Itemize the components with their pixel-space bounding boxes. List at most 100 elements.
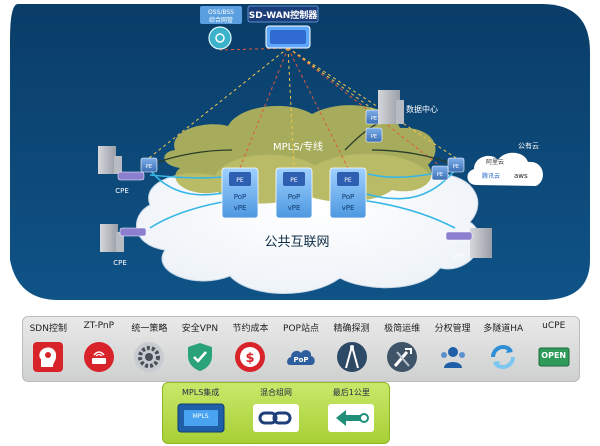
building-icon bbox=[98, 146, 116, 174]
svg-text:PE: PE bbox=[146, 164, 152, 170]
svg-text:PoP: PoP bbox=[234, 193, 246, 201]
pop-vpe-1[interactable]: PE PoP vPE bbox=[221, 167, 259, 219]
brain-head-icon bbox=[32, 341, 64, 373]
cpe-site-left-top[interactable]: CPE bbox=[98, 146, 145, 195]
compass-icon bbox=[336, 341, 368, 373]
feature-item[interactable]: SDN控制 bbox=[24, 317, 72, 381]
sub-feature-label: MPLS集成 bbox=[182, 388, 220, 397]
control-link bbox=[287, 47, 441, 167]
users-group-icon bbox=[437, 341, 469, 373]
cpe-site-left-bottom[interactable]: CPE bbox=[100, 224, 147, 267]
router-plug-icon bbox=[83, 341, 115, 373]
control-link bbox=[287, 47, 295, 169]
pe-router-right[interactable]: PE bbox=[447, 157, 465, 173]
pe-router-cloud[interactable]: PE bbox=[431, 165, 449, 181]
public-cloud-label: 公有云 bbox=[518, 141, 539, 150]
feature-label: 统一策略 bbox=[131, 324, 168, 334]
svg-text:CPE: CPE bbox=[451, 252, 465, 260]
cloud-icon bbox=[467, 152, 543, 186]
svg-text:CPE: CPE bbox=[115, 187, 129, 195]
chain-link-icon bbox=[251, 401, 301, 435]
sdwan-controller[interactable]: SD-WAN控制器 bbox=[247, 5, 319, 49]
datacenter-site[interactable]: 数据中心 bbox=[378, 90, 438, 124]
sub-feature-item[interactable]: 最后1公里 bbox=[314, 383, 389, 443]
cpe-site-right-bottom[interactable]: CPE bbox=[445, 228, 492, 260]
internet-label: 公共互联网 bbox=[264, 235, 329, 250]
feature-label: ZT-PnP bbox=[83, 321, 115, 331]
svg-text:PE: PE bbox=[236, 177, 244, 184]
feature-label: 极简运维 bbox=[384, 324, 421, 334]
control-link bbox=[219, 47, 289, 51]
arrow-left-icon bbox=[326, 401, 376, 435]
svg-text:vPE: vPE bbox=[288, 204, 301, 212]
svg-text:PE: PE bbox=[371, 116, 377, 122]
controller-label: SD-WAN控制器 bbox=[249, 9, 318, 21]
feature-item[interactable]: POP站点 PoP bbox=[277, 317, 325, 381]
datacenter-label: 数据中心 bbox=[406, 104, 438, 114]
oss-gear-icon bbox=[208, 26, 232, 50]
cpe-device-icon bbox=[445, 231, 473, 241]
tools-icon bbox=[386, 341, 418, 373]
feature-label: 节约成本 bbox=[232, 324, 269, 334]
provider-tencent: 腾讯云 bbox=[482, 172, 500, 180]
feature-item[interactable]: 统一策略 bbox=[125, 317, 173, 381]
building-icon bbox=[100, 224, 118, 252]
feature-bar: SDN控制 ZT-PnP 统一策略 安全VPN 节约成本 $ POP站点 PoP 精确探测 极简运… bbox=[22, 316, 580, 382]
feature-label: 精确探测 bbox=[333, 324, 370, 334]
dollar-coin-icon: $ bbox=[234, 341, 266, 373]
gear-policy-icon bbox=[133, 341, 165, 373]
svg-text:PE: PE bbox=[371, 134, 377, 140]
open-sign-text: OPEN bbox=[541, 351, 567, 360]
svg-text:vPE: vPE bbox=[234, 204, 247, 212]
feature-item[interactable]: ZT-PnP bbox=[75, 317, 123, 381]
sub-feature-item[interactable]: 混合组网 bbox=[238, 383, 313, 443]
feature-item[interactable]: 多隧道HA bbox=[479, 317, 527, 381]
sub-feature-label: 混合组网 bbox=[259, 388, 292, 397]
feature-label: SDN控制 bbox=[29, 324, 67, 334]
pop-vpe-3[interactable]: PE PoP vPE bbox=[329, 167, 367, 219]
svg-text:PoP: PoP bbox=[288, 193, 300, 201]
feature-item[interactable]: 极简运维 bbox=[378, 317, 426, 381]
feature-item[interactable]: 安全VPN bbox=[176, 317, 224, 381]
feature-item[interactable]: 节约成本 $ bbox=[226, 317, 274, 381]
control-link bbox=[287, 47, 349, 169]
pe-router-datacenter-2[interactable]: PE bbox=[365, 127, 383, 143]
building-icon bbox=[378, 90, 400, 124]
building-icon bbox=[470, 228, 492, 258]
provider-aws: aws bbox=[514, 172, 528, 180]
mpls-box-icon: MPLS bbox=[176, 401, 226, 435]
sub-feature-label: 最后1公里 bbox=[332, 388, 370, 397]
control-links bbox=[148, 47, 457, 169]
svg-text:$: $ bbox=[246, 351, 255, 366]
pop-cloud-icon: PoP bbox=[285, 341, 317, 373]
oss-label-line2: 综合网管 bbox=[209, 16, 233, 24]
feature-item[interactable]: 分权管理 bbox=[429, 317, 477, 381]
feature-label: 多隧道HA bbox=[483, 324, 524, 334]
pe-router-left[interactable]: PE bbox=[140, 157, 158, 173]
svg-text:PoP: PoP bbox=[293, 356, 308, 364]
oss-label-line1: OSS/BSS bbox=[208, 9, 234, 16]
svg-text:CPE: CPE bbox=[113, 259, 127, 267]
mpls-label: MPLS/专线 bbox=[273, 140, 323, 153]
public-cloud-site[interactable]: 公有云 阿里云 腾讯云 aws bbox=[467, 141, 543, 186]
shield-check-icon bbox=[184, 341, 216, 373]
oss-bss-node[interactable]: OSS/BSS 综合网管 bbox=[200, 6, 242, 50]
cpe-device-icon bbox=[119, 227, 147, 237]
open-sign-icon: OPEN bbox=[538, 341, 570, 373]
svg-text:PE: PE bbox=[290, 177, 298, 184]
feature-label: 安全VPN bbox=[181, 324, 219, 334]
svg-text:PE: PE bbox=[453, 164, 459, 170]
feature-label: uCPE bbox=[542, 321, 566, 331]
sync-arrows-icon bbox=[487, 341, 519, 373]
feature-label: POP站点 bbox=[283, 324, 319, 334]
cpe-device-icon bbox=[117, 171, 145, 181]
sub-feature-bar: MPLS集成 MPLS 混合组网 最后1公里 bbox=[162, 382, 390, 444]
feature-label: 分权管理 bbox=[434, 324, 471, 334]
sub-feature-item[interactable]: MPLS集成 MPLS bbox=[163, 383, 238, 443]
feature-item[interactable]: 精确探测 bbox=[328, 317, 376, 381]
svg-text:PE: PE bbox=[344, 177, 352, 184]
pop-vpe-2[interactable]: PE PoP vPE bbox=[275, 167, 313, 219]
svg-text:vPE: vPE bbox=[342, 204, 355, 212]
feature-item[interactable]: uCPE OPEN bbox=[530, 317, 578, 381]
